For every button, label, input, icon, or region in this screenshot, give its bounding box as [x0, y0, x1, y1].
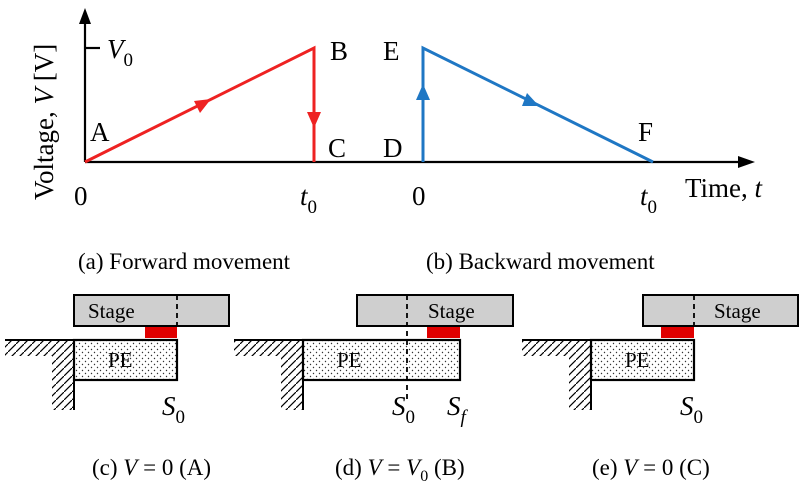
caption-c: (c) V = 0 (A) — [92, 455, 211, 480]
tick-zero-forward: 0 — [74, 181, 88, 211]
wall-hatch — [52, 356, 74, 410]
tick-t0-backward: t0 — [640, 181, 657, 218]
tick-zero-backward: 0 — [412, 181, 426, 211]
point-f-label: F — [638, 117, 653, 147]
backward-ramp-arrow — [522, 93, 539, 106]
sf-label: Sf — [447, 391, 469, 428]
backward-voltage-line — [421, 45, 654, 164]
y-axis-arrow — [79, 8, 91, 24]
ground-hatch — [522, 340, 591, 356]
ground-hatch — [5, 340, 74, 356]
backward-rise-arrow — [416, 84, 430, 100]
stage-label: Stage — [428, 299, 475, 323]
s0-label: S0 — [680, 391, 703, 428]
pe-element — [589, 338, 696, 382]
tick-t0-forward: t0 — [300, 181, 317, 218]
point-e-label: E — [383, 36, 400, 66]
pe-label: PE — [337, 348, 362, 372]
voltage-time-graph: Voltage, V [V] V0 A B C D E F 0 t0 0 t0 … — [29, 8, 764, 218]
caption-e: (e) V = 0 (C) — [592, 455, 710, 480]
pe-label: PE — [625, 348, 650, 372]
forward-ramp-arrow — [194, 99, 211, 113]
point-a-label: A — [90, 117, 110, 147]
point-c-label: C — [328, 133, 346, 163]
panel-e: PE Stage S0 — [522, 294, 799, 428]
caption-d: (d) V = V0 (B) — [335, 455, 465, 485]
stage — [356, 294, 514, 327]
friction-pad — [145, 326, 177, 338]
s0-label: S0 — [392, 391, 415, 428]
caption-b: (b) Backward movement — [426, 249, 655, 274]
stage — [73, 294, 230, 327]
wall-hatch — [569, 356, 591, 410]
friction-pad — [661, 326, 694, 338]
x-axis-label: Time, t — [685, 173, 764, 203]
ground-hatch — [234, 340, 303, 356]
stage-label: Stage — [714, 299, 761, 323]
panel-c: PE Stage S0 — [5, 294, 230, 428]
y-axis-label: Voltage, V [V] — [29, 44, 59, 200]
stage-label: Stage — [88, 299, 135, 323]
x-axis-arrow — [738, 156, 755, 168]
point-d-label: D — [383, 133, 403, 163]
caption-a: (a) Forward movement — [78, 249, 291, 274]
s0-label: S0 — [162, 391, 185, 428]
forward-drop-arrow — [307, 112, 321, 128]
pe-element — [72, 338, 179, 382]
stage — [642, 294, 799, 327]
pe-label: PE — [108, 348, 133, 372]
friction-pad — [427, 326, 460, 338]
pe-element-expanded — [301, 338, 462, 382]
wall-hatch — [281, 356, 303, 410]
panel-d: PE Stage S0 Sf — [234, 294, 514, 428]
point-b-label: B — [330, 36, 348, 66]
v0-label: V0 — [107, 34, 133, 71]
